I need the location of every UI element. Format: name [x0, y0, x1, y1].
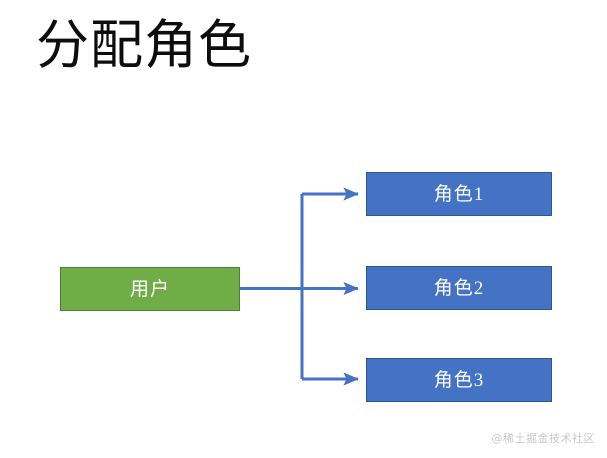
- node-role-3-label: 角色3: [433, 369, 485, 391]
- page-title: 分配角色: [36, 17, 252, 75]
- node-user[interactable]: 用户: [60, 267, 240, 311]
- node-role-3[interactable]: 角色3: [366, 358, 552, 402]
- watermark: @稀土掘金技术社区: [491, 432, 595, 445]
- node-role-1-label: 角色1: [433, 183, 485, 205]
- node-user-label: 用户: [129, 278, 170, 300]
- node-role-1[interactable]: 角色1: [366, 172, 552, 216]
- node-role-2-label: 角色2: [433, 277, 485, 299]
- node-role-2[interactable]: 角色2: [366, 266, 552, 310]
